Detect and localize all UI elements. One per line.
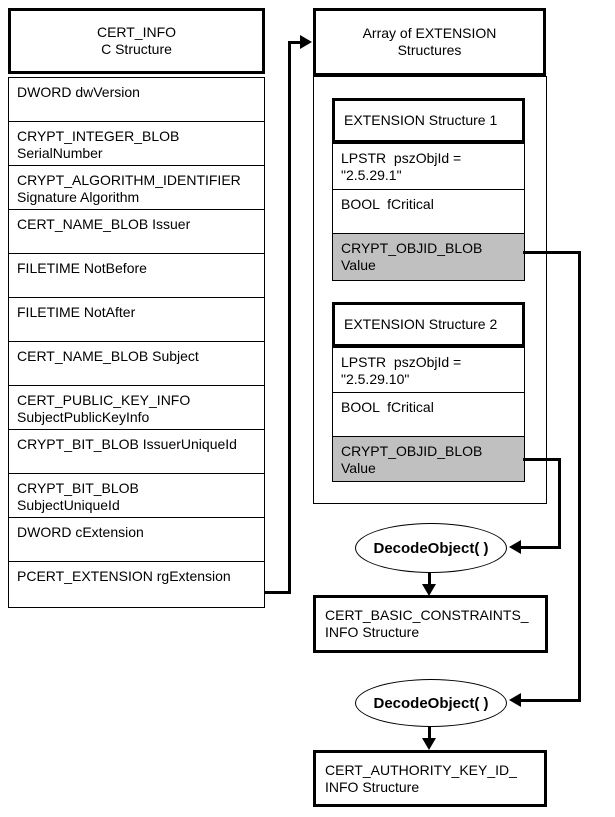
- extension2-row-pszobjid: LPSTR pszObjId = "2.5.29.10": [332, 347, 525, 393]
- cert-info-row-notbefore: FILETIME NotBefore: [8, 253, 265, 298]
- cert-info-row-subject: CERT_NAME_BLOB Subject: [8, 341, 265, 386]
- cert-info-row-serialnumber: CRYPT_INTEGER_BLOB SerialNumber: [8, 121, 265, 166]
- arrow-down-icon-basic: [422, 584, 436, 596]
- arrow-down-icon-authority: [422, 738, 436, 750]
- cert-info-row-rgextension: PCERT_EXTENSION rgExtension: [8, 561, 265, 608]
- cert-info-row-notafter: FILETIME NotAfter: [8, 297, 265, 342]
- connector-ext2-value-out: [523, 458, 561, 461]
- connector-ext1-value-vertical: [578, 251, 581, 701]
- basic-constraints-box: CERT_BASIC_CONSTRAINTS_ INFO Structure: [313, 595, 548, 653]
- cert-info-title: CERT_INFO C Structure: [96, 24, 177, 57]
- extension-structure-1-rows: LPSTR pszObjId = "2.5.29.1" BOOL fCritic…: [332, 143, 525, 281]
- extension2-row-fcritical: BOOL fCritical: [332, 392, 525, 437]
- cert-info-row-subjectuniqueid: CRYPT_BIT_BLOB SubjectUniqueId: [8, 473, 265, 518]
- extension-structure-1-title: EXTENSION Structure 1: [344, 112, 498, 128]
- cert-info-row-issueruniqueid: CRYPT_BIT_BLOB IssuerUniqueId: [8, 429, 265, 474]
- connector-ext1-value-in: [521, 699, 581, 702]
- connector-decode2-down: [428, 726, 431, 739]
- extension2-row-value: CRYPT_OBJID_BLOB Value: [332, 436, 525, 482]
- extension1-row-value: CRYPT_OBJID_BLOB Value: [332, 233, 525, 281]
- decode-object-2-label: DecodeObject( ): [373, 694, 489, 712]
- cert-info-table: DWORD dwVersion CRYPT_INTEGER_BLOB Seria…: [8, 77, 265, 608]
- cert-info-row-subjectpublickeyinfo: CERT_PUBLIC_KEY_INFO SubjectPublicKeyInf…: [8, 385, 265, 430]
- extension1-row-pszobjid: LPSTR pszObjId = "2.5.29.1": [332, 143, 525, 190]
- cert-info-row-dwversion: DWORD dwVersion: [8, 77, 265, 122]
- cert-info-row-issuer: CERT_NAME_BLOB Issuer: [8, 209, 265, 254]
- decode-object-1-label: DecodeObject( ): [373, 539, 489, 557]
- decode-object-ellipse-2: DecodeObject( ): [355, 679, 507, 727]
- extension-structure-2-rows: LPSTR pszObjId = "2.5.29.10" BOOL fCriti…: [332, 347, 525, 482]
- cert-info-row-signature-algorithm: CRYPT_ALGORITHM_IDENTIFIER Signature Alg…: [8, 165, 265, 210]
- extension-structure-2-title: EXTENSION Structure 2: [344, 316, 498, 332]
- authority-key-id-box: CERT_AUTHORITY_KEY_ID_ INFO Structure: [313, 750, 547, 807]
- arrow-right-icon: [300, 35, 312, 49]
- connector-ext1-value-out: [523, 251, 581, 254]
- connector-ext2-value-in: [521, 546, 561, 549]
- extension-structure-2-header: EXTENSION Structure 2: [332, 302, 525, 347]
- connector-rgextension-vertical: [288, 41, 291, 594]
- connector-ext2-value-vertical: [558, 458, 561, 549]
- decode-object-ellipse-1: DecodeObject( ): [355, 523, 507, 573]
- extension-structure-1-header: EXTENSION Structure 1: [332, 98, 525, 143]
- connector-decode1-down: [428, 572, 431, 585]
- arrow-left-icon-decode1: [509, 540, 521, 554]
- cert-info-row-cextension: DWORD cExtension: [8, 517, 265, 562]
- extension1-row-fcritical: BOOL fCritical: [332, 189, 525, 234]
- extension-array-header: Array of EXTENSION Structures: [313, 8, 546, 76]
- extension-array-title: Array of EXTENSION Structures: [362, 25, 497, 58]
- cert-info-header: CERT_INFO C Structure: [8, 8, 265, 74]
- connector-rgextension-top: [291, 41, 302, 44]
- connector-rgextension-horizontal: [265, 591, 291, 594]
- arrow-left-icon-decode2: [509, 693, 521, 707]
